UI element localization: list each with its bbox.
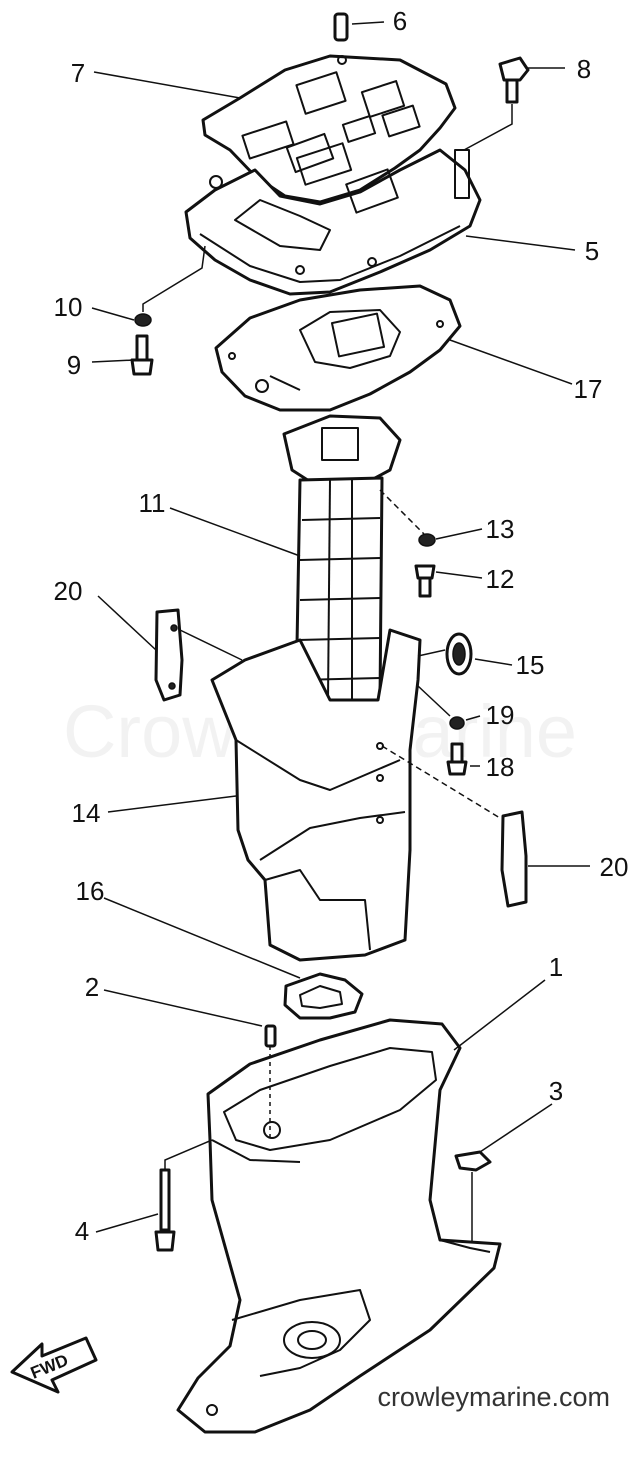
part-3-anode bbox=[454, 1150, 492, 1172]
part-13-washer bbox=[418, 533, 436, 547]
part-2-dowel bbox=[264, 1024, 277, 1048]
callout-5: 5 bbox=[585, 236, 599, 266]
callout-8: 8 bbox=[577, 54, 591, 84]
callout-3: 3 bbox=[549, 1076, 563, 1106]
callout-20-left: 20 bbox=[54, 576, 83, 606]
callout-11: 11 bbox=[139, 488, 166, 518]
callout-labels: 6 7 8 5 10 9 17 11 13 12 20 15 19 18 14 … bbox=[54, 6, 629, 1246]
leader-lines bbox=[91, 21, 590, 1242]
part-14-upper-casing bbox=[210, 628, 422, 962]
callout-13: 13 bbox=[486, 514, 515, 544]
part-12-bolt bbox=[414, 564, 436, 598]
callout-9: 9 bbox=[67, 350, 81, 380]
callout-18: 18 bbox=[486, 752, 515, 782]
callout-7: 7 bbox=[71, 58, 85, 88]
part-8-bolt bbox=[498, 56, 530, 104]
callout-14: 14 bbox=[72, 798, 101, 828]
forward-arrow: FWD bbox=[10, 1336, 98, 1394]
part-15-grommet bbox=[445, 632, 473, 676]
part-1-lower-casing bbox=[176, 1018, 502, 1434]
callout-12: 12 bbox=[486, 564, 515, 594]
callout-4: 4 bbox=[75, 1216, 89, 1246]
footer-site-name: crowleymarine.com bbox=[377, 1382, 610, 1412]
part-16-seal bbox=[283, 972, 364, 1020]
part-20-mount-right bbox=[500, 810, 528, 908]
part-19-washer bbox=[449, 716, 465, 730]
callout-20-right: 20 bbox=[600, 852, 629, 882]
callout-17: 17 bbox=[574, 374, 603, 404]
part-20-mount-left bbox=[154, 608, 184, 702]
part-7-gasket bbox=[201, 54, 457, 204]
part-17-gasket bbox=[214, 284, 462, 412]
callout-15: 15 bbox=[516, 650, 545, 680]
part-10-washer bbox=[134, 313, 152, 327]
callout-10: 10 bbox=[54, 292, 83, 322]
part-5-upper-plate bbox=[184, 132, 482, 296]
part-18-bolt bbox=[446, 742, 468, 776]
part-9-bolt bbox=[130, 334, 154, 376]
callout-6: 6 bbox=[393, 6, 407, 36]
callout-16: 16 bbox=[76, 876, 105, 906]
part-6-dowel bbox=[333, 12, 349, 42]
callout-1: 1 bbox=[549, 952, 563, 982]
part-4-stud bbox=[154, 1168, 176, 1252]
callout-2: 2 bbox=[85, 972, 99, 1002]
callout-19: 19 bbox=[486, 700, 515, 730]
